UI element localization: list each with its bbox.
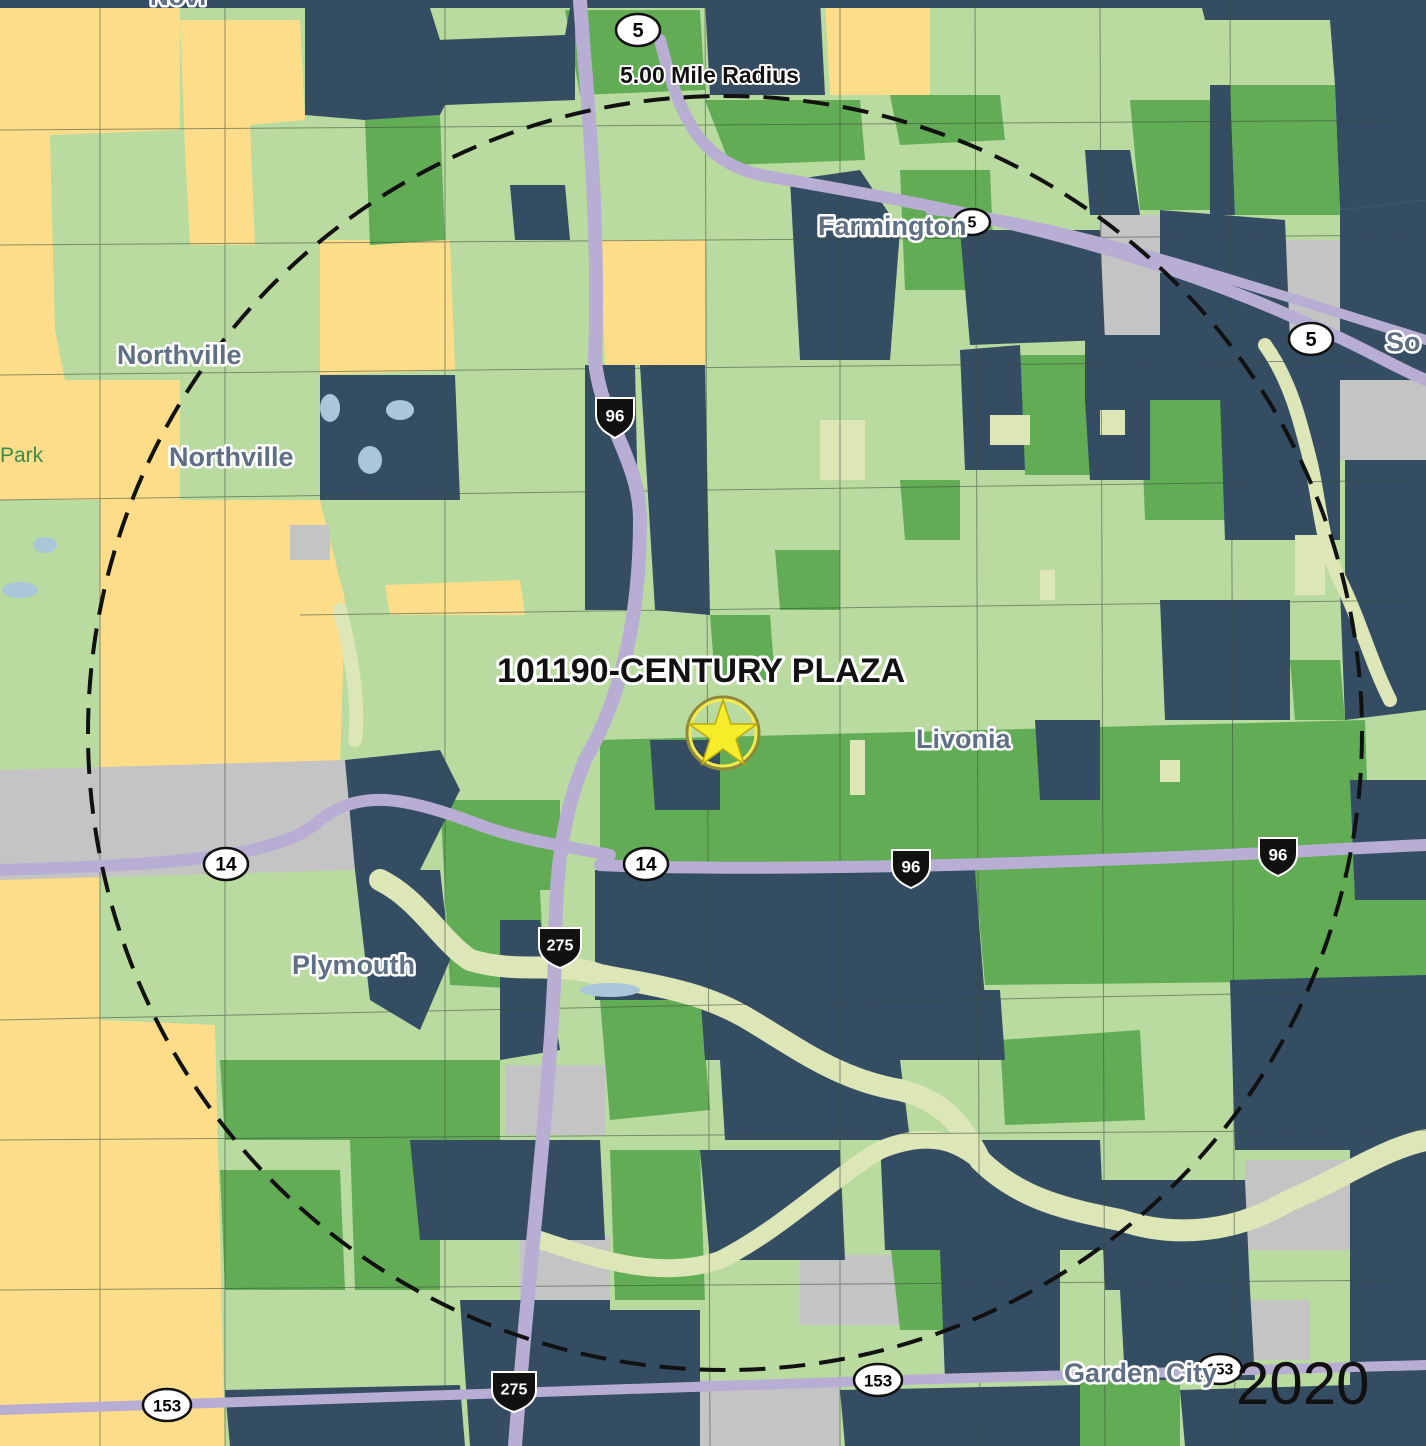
svg-text:153: 153 (1207, 1362, 1234, 1379)
top-clipped-label: Novi (150, 0, 206, 11)
m14-west (0, 793, 616, 876)
us-5-shield: 5 (614, 12, 662, 48)
cream-patches (820, 410, 1325, 795)
year-label: 2020 (1236, 1350, 1369, 1417)
star-icon (686, 697, 760, 766)
highway-153-shield: 153 (1196, 1352, 1244, 1386)
place-label-plymouth: Plymouth (292, 950, 415, 980)
svg-text:153: 153 (153, 1397, 181, 1416)
highway-153-shield: 153 (141, 1387, 193, 1423)
place-label-livonia: Livonia (916, 724, 1011, 754)
park-label: Park (0, 444, 44, 467)
highway-153-shield: 153 (852, 1362, 904, 1398)
place-label-garden-city: Garden City (1064, 1358, 1217, 1388)
us-5-shield: 5 (1287, 321, 1335, 357)
interstate-275-shield: 275 (491, 1371, 537, 1414)
svg-text:96: 96 (902, 858, 921, 877)
interstate-96-shield: 96 (1258, 837, 1298, 878)
svg-text:153: 153 (864, 1372, 892, 1391)
place-label-southfield: So (1386, 327, 1421, 357)
i96-i275-corridor (508, 0, 647, 1446)
site-label: 101190-CENTURY PLAZA (497, 652, 905, 690)
place-label-farmington: Farmington (818, 211, 967, 241)
svg-text:14: 14 (215, 855, 237, 876)
place-label-northville-city: Northville (169, 442, 294, 472)
water-bodies (2, 394, 640, 997)
park-corridors (333, 338, 1426, 1278)
highway-14-shield: 14 (622, 846, 670, 882)
interstate-96-shield: 96 (891, 849, 931, 890)
tier-1-areas (0, 0, 930, 1446)
place-label-northville-township: Northville (117, 340, 242, 370)
radius-label: 5.00 Mile Radius (620, 62, 799, 88)
svg-text:275: 275 (501, 1382, 528, 1399)
radius-ring (86, 94, 1364, 1372)
route-shields: 5 5 5 96 14 14 96 96 275 275 153 153 153 (141, 12, 1335, 1423)
svg-text:5: 5 (632, 20, 643, 42)
interstate-96-shield: 96 (595, 397, 635, 440)
i96-east (594, 839, 1426, 874)
svg-text:5: 5 (1305, 329, 1316, 351)
svg-text:96: 96 (1269, 846, 1288, 865)
highway-14-shield: 14 (202, 846, 250, 882)
interstate-275-shield: 275 (538, 927, 582, 970)
site-marker (685, 695, 761, 771)
svg-text:275: 275 (547, 938, 574, 955)
m153-ford-road (0, 1360, 1426, 1415)
svg-text:5: 5 (968, 215, 977, 232)
us-5-shield: 5 (952, 207, 992, 237)
svg-text:96: 96 (606, 407, 625, 426)
svg-text:14: 14 (635, 855, 657, 876)
